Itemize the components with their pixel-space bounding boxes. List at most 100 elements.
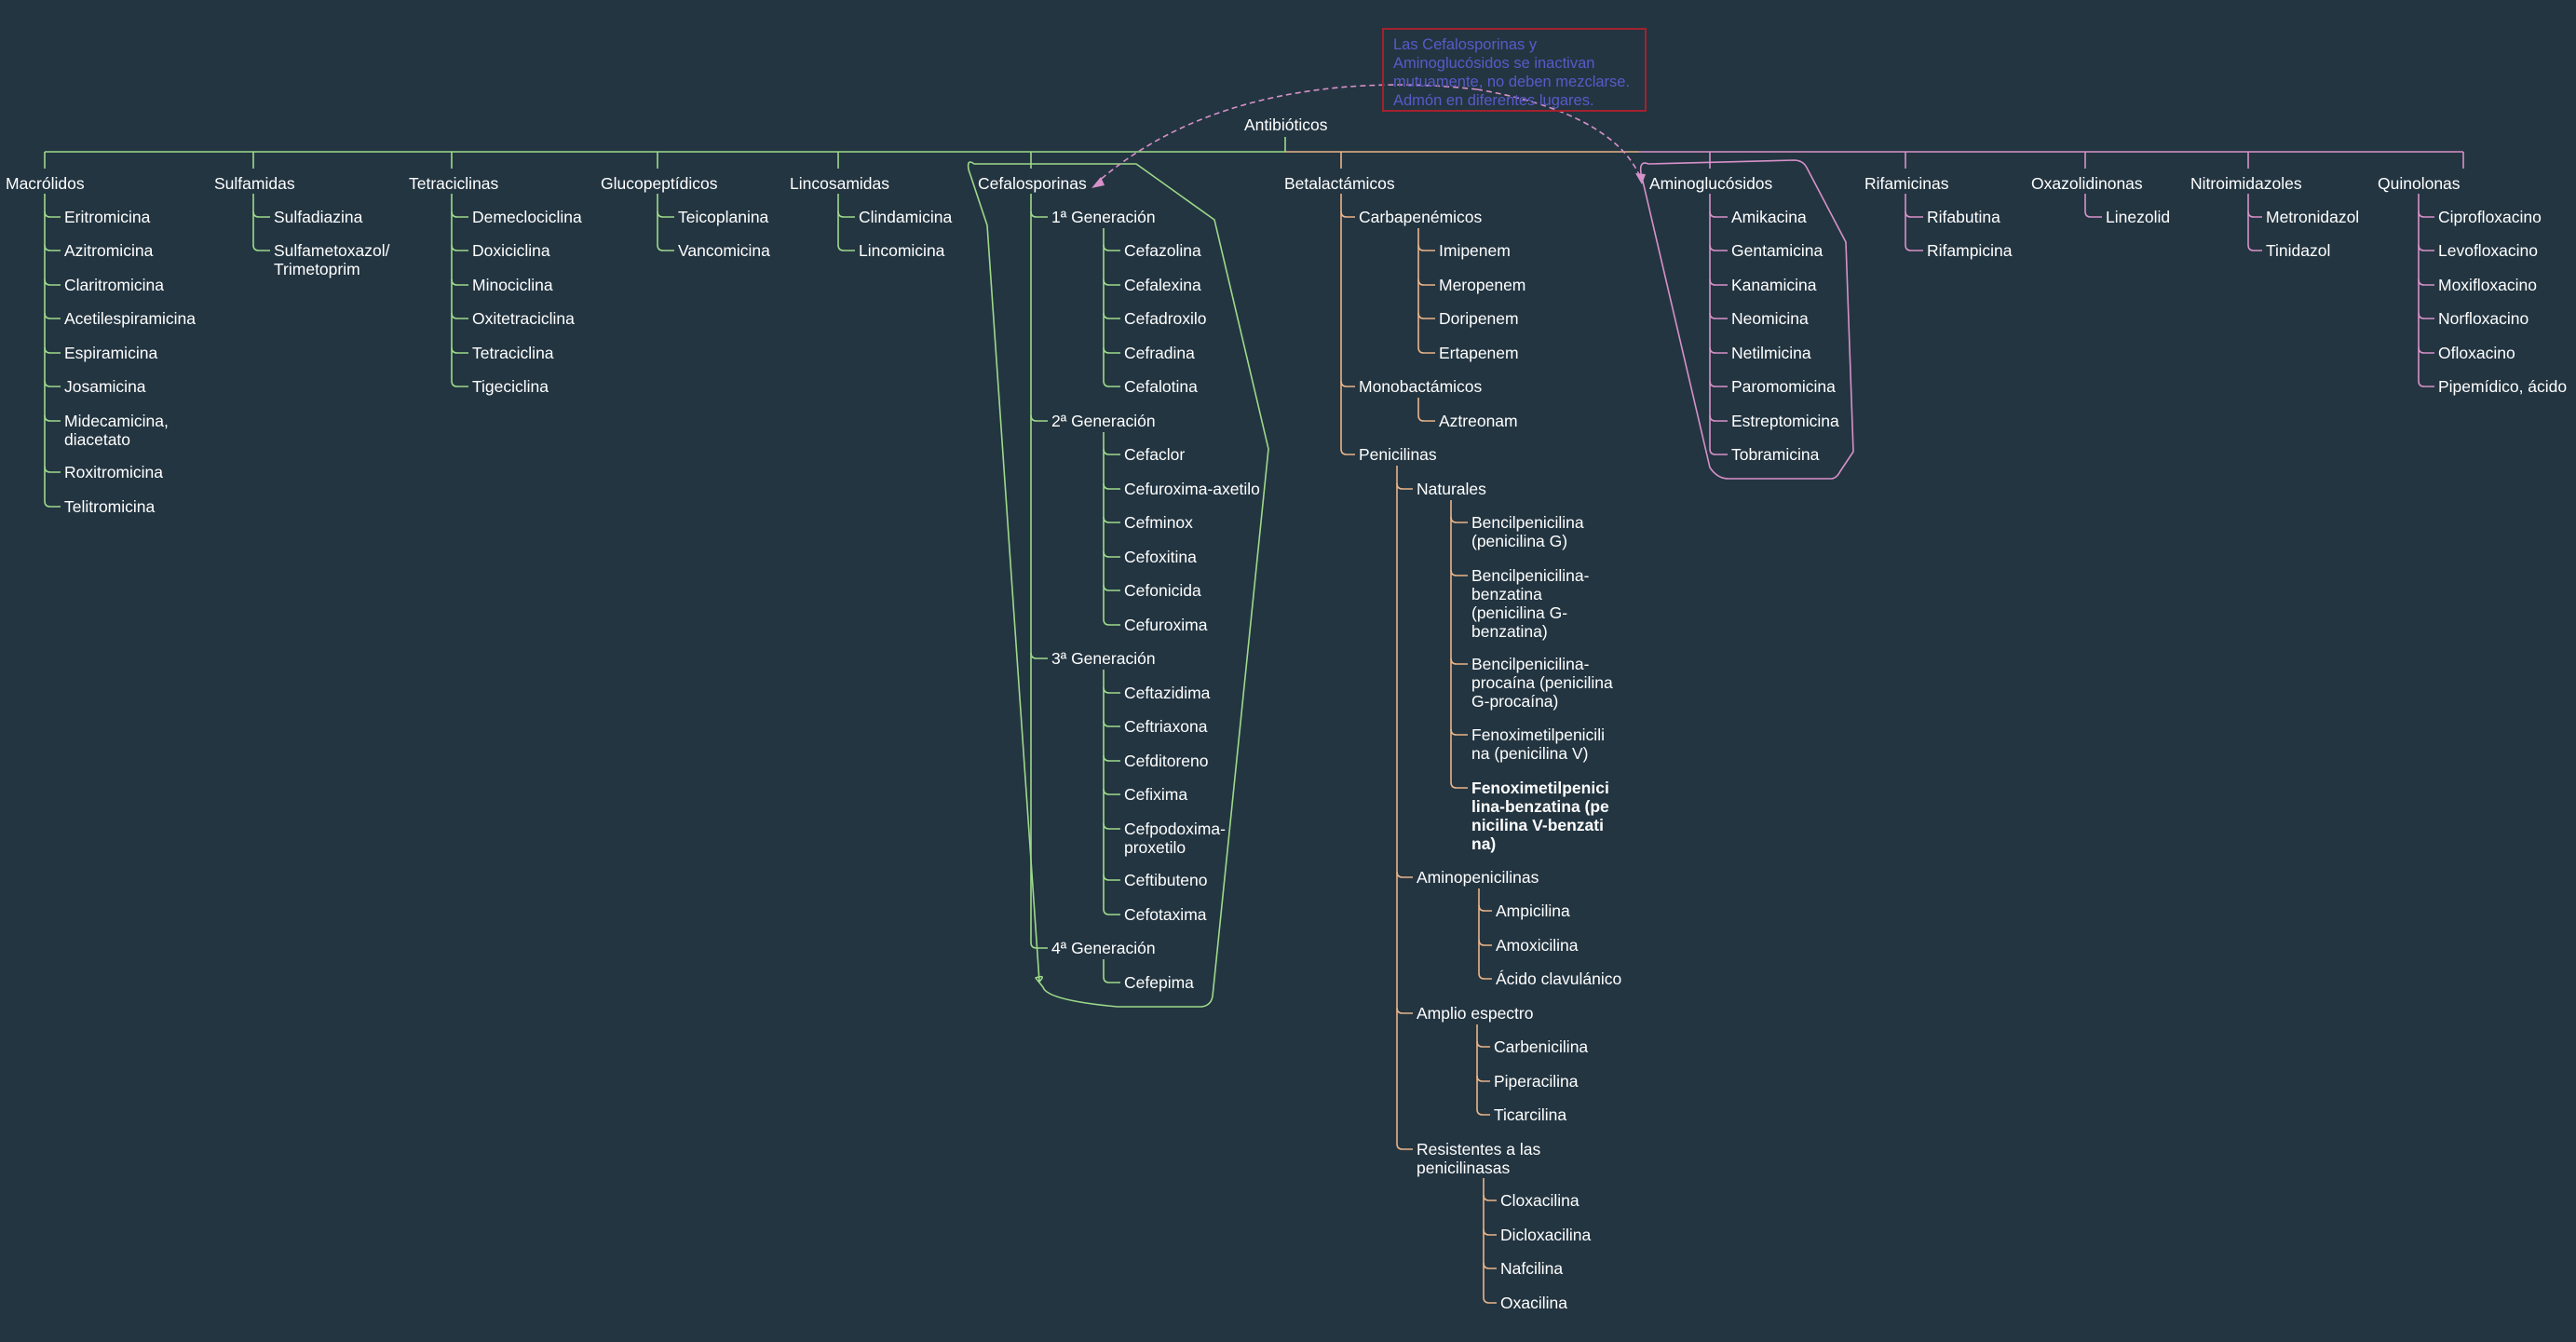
leaf-sulfadiazina[interactable]: Sulfadiazina	[274, 208, 363, 226]
leaf-cefalotina[interactable]: Cefalotina	[1124, 377, 1198, 396]
leaf-cefixima[interactable]: Cefixima	[1124, 785, 1188, 804]
leaf-cefoxitina[interactable]: Cefoxitina	[1124, 548, 1197, 566]
subtopic-monobactamicos[interactable]: Monobactámicos	[1359, 377, 1483, 396]
leaf-cefuroxima-axetilo[interactable]: Cefuroxima-axetilo	[1124, 480, 1260, 498]
leaf-ciprofloxacino[interactable]: Ciprofloxacino	[2438, 208, 2542, 226]
subtopic-4a-generacion[interactable]: 4ª Generación	[1051, 939, 1156, 957]
leaf-aztreonam[interactable]: Aztreonam	[1439, 412, 1518, 430]
leaf-pipemidico-acido[interactable]: Pipemídico, ácido	[2438, 377, 2568, 396]
topic-nitroimidazoles[interactable]: Nitroimidazoles	[2190, 174, 2302, 193]
leaf-telitromicina[interactable]: Telitromicina	[64, 497, 156, 516]
subtopic-3a-generacion[interactable]: 3ª Generación	[1051, 649, 1156, 668]
leaf-levofloxacino[interactable]: Levofloxacino	[2438, 241, 2539, 260]
leaf-minociclina[interactable]: Minociclina	[472, 276, 553, 294]
leaf-cefditoreno[interactable]: Cefditoreno	[1124, 752, 1209, 770]
topic-rifamicinas[interactable]: Rifamicinas	[1864, 174, 1949, 193]
leaf-ceftibuteno[interactable]: Ceftibuteno	[1124, 871, 1208, 889]
topic-oxazolidinonas[interactable]: Oxazolidinonas	[2031, 174, 2143, 193]
leaf-tetraciclina[interactable]: Tetraciclina	[472, 344, 554, 362]
leaf-ceftazidima[interactable]: Ceftazidima	[1124, 684, 1211, 702]
leaf-cloxacilina[interactable]: Cloxacilina	[1500, 1191, 1579, 1210]
leaf-fenoximetilpenicilina-benzatina[interactable]: Fenoximetilpenicilina-benzatina (penicil…	[1471, 779, 1609, 853]
leaf-cefaclor[interactable]: Cefaclor	[1124, 445, 1186, 464]
subtopic-resistentes[interactable]: Resistentes a las penicilinasas	[1417, 1140, 1541, 1177]
leaf-azitromicina[interactable]: Azitromicina	[64, 241, 154, 260]
subtopic-carbapenemicos[interactable]: Carbapenémicos	[1359, 208, 1483, 226]
leaf-roxitromicina[interactable]: Roxitromicina	[64, 463, 163, 481]
topic-lincosamidas[interactable]: Lincosamidas	[790, 174, 889, 193]
topic-sulfamidas[interactable]: Sulfamidas	[214, 174, 295, 193]
leaf-oxitetraciclina[interactable]: Oxitetraciclina	[472, 309, 575, 328]
subtopic-aminopenicilinas[interactable]: Aminopenicilinas	[1417, 868, 1539, 887]
leaf-josamicina[interactable]: Josamicina	[64, 377, 146, 396]
leaf-linezolid[interactable]: Linezolid	[2106, 208, 2171, 226]
topic-cefalosporinas[interactable]: Cefalosporinas	[978, 174, 1087, 193]
leaf-cefpodoxima-proxetilo[interactable]: Cefpodoxima-proxetilo	[1124, 820, 1226, 857]
leaf-vancomicina[interactable]: Vancomicina	[678, 241, 770, 260]
leaf-cefminox[interactable]: Cefminox	[1124, 513, 1193, 532]
leaf-cefonicida[interactable]: Cefonicida	[1124, 581, 1201, 600]
leaf-claritromicina[interactable]: Claritromicina	[64, 276, 164, 294]
leaf-sulfametoxazol[interactable]: Sulfametoxazol/ Trimetoprim	[274, 241, 390, 278]
leaf-tobramicina[interactable]: Tobramicina	[1731, 445, 1820, 464]
topic-aminoglucosidos[interactable]: Aminoglucósidos	[1649, 174, 1773, 193]
leaf-ertapenem[interactable]: Ertapenem	[1439, 344, 1519, 362]
leaf-espiramicina[interactable]: Espiramicina	[64, 344, 158, 362]
leaf-ticarcilina[interactable]: Ticarcilina	[1494, 1105, 1567, 1124]
leaf-ofloxacino[interactable]: Ofloxacino	[2438, 344, 2515, 362]
leaf-ampicilina[interactable]: Ampicilina	[1496, 901, 1570, 920]
leaf-bencilpenicilina-procaina[interactable]: Bencilpenicilina-procaína (penicilina G-…	[1471, 655, 1613, 711]
leaf-acetilespiramicina[interactable]: Acetilespiramicina	[64, 309, 197, 328]
leaf-rifabutina[interactable]: Rifabutina	[1927, 208, 2000, 226]
leaf-imipenem[interactable]: Imipenem	[1439, 241, 1511, 260]
leaf-cefepima[interactable]: Cefepima	[1124, 973, 1194, 992]
leaf-lincomicina[interactable]: Lincomicina	[859, 241, 945, 260]
leaf-moxifloxacino[interactable]: Moxifloxacino	[2438, 276, 2538, 294]
leaf-netilmicina[interactable]: Netilmicina	[1731, 344, 1811, 362]
leaf-demeclociclina[interactable]: Demeclociclina	[472, 208, 582, 226]
leaf-teicoplanina[interactable]: Teicoplanina	[678, 208, 769, 226]
leaf-doripenem[interactable]: Doripenem	[1439, 309, 1519, 328]
leaf-tinidazol[interactable]: Tinidazol	[2266, 241, 2331, 260]
topic-macrolidos[interactable]: Macrólidos	[6, 174, 85, 193]
leaf-acido-clavulanico[interactable]: Ácido clavulánico	[1496, 969, 1622, 988]
topic-glucopeptidicos[interactable]: Glucopeptídicos	[601, 174, 718, 193]
leaf-cefuroxima[interactable]: Cefuroxima	[1124, 616, 1208, 634]
leaf-cefotaxima[interactable]: Cefotaxima	[1124, 905, 1207, 924]
leaf-ceftriaxona[interactable]: Ceftriaxona	[1124, 717, 1208, 736]
leaf-eritromicina[interactable]: Eritromicina	[64, 208, 151, 226]
leaf-neomicina[interactable]: Neomicina	[1731, 309, 1809, 328]
leaf-rifampicina[interactable]: Rifampicina	[1927, 241, 2013, 260]
leaf-cefazolina[interactable]: Cefazolina	[1124, 241, 1201, 260]
subtopic-amplio-espectro[interactable]: Amplio espectro	[1417, 1004, 1534, 1023]
leaf-norfloxacino[interactable]: Norfloxacino	[2438, 309, 2529, 328]
subtopic-naturales[interactable]: Naturales	[1417, 480, 1486, 498]
subtopic-2a-generacion[interactable]: 2ª Generación	[1051, 412, 1156, 430]
root-topic[interactable]: Antibióticos	[1244, 115, 1328, 134]
leaf-bencilpenicilina-benzatina[interactable]: Bencilpenicilina-benzatina (penicilina G…	[1471, 566, 1590, 641]
leaf-estreptomicina[interactable]: Estreptomicina	[1731, 412, 1839, 430]
leaf-tigeciclina[interactable]: Tigeciclina	[472, 377, 549, 396]
leaf-cefadroxilo[interactable]: Cefadroxilo	[1124, 309, 1207, 328]
leaf-cefradina[interactable]: Cefradina	[1124, 344, 1195, 362]
topic-quinolonas[interactable]: Quinolonas	[2378, 174, 2461, 193]
leaf-metronidazol[interactable]: Metronidazol	[2266, 208, 2360, 226]
leaf-cefalexina[interactable]: Cefalexina	[1124, 276, 1201, 294]
leaf-amikacina[interactable]: Amikacina	[1731, 208, 1807, 226]
leaf-nafcilina[interactable]: Nafcilina	[1500, 1259, 1564, 1278]
leaf-amoxicilina[interactable]: Amoxicilina	[1496, 936, 1579, 955]
subtopic-penicilinas[interactable]: Penicilinas	[1359, 445, 1437, 464]
topic-tetraciclinas[interactable]: Tetraciclinas	[409, 174, 499, 193]
leaf-piperacilina[interactable]: Piperacilina	[1494, 1072, 1579, 1091]
leaf-bencilpenicilina[interactable]: Bencilpenicilina (penicilina G)	[1471, 513, 1584, 550]
leaf-meropenem[interactable]: Meropenem	[1439, 276, 1526, 294]
leaf-midecamicina[interactable]: Midecamicina, diacetato	[64, 412, 169, 449]
leaf-kanamicina[interactable]: Kanamicina	[1731, 276, 1817, 294]
relationship-note[interactable]: Las Cefalosporinas y Aminoglucósidos se …	[1382, 28, 1647, 112]
leaf-carbenicilina[interactable]: Carbenicilina	[1494, 1037, 1589, 1056]
subtopic-1a-generacion[interactable]: 1ª Generación	[1051, 208, 1156, 226]
leaf-fenoximetilpenicilina[interactable]: Fenoximetilpenicilina (penicilina V)	[1471, 725, 1605, 763]
leaf-clindamicina[interactable]: Clindamicina	[859, 208, 953, 226]
topic-betalactamicos[interactable]: Betalactámicos	[1284, 174, 1395, 193]
leaf-oxacilina[interactable]: Oxacilina	[1500, 1294, 1567, 1312]
